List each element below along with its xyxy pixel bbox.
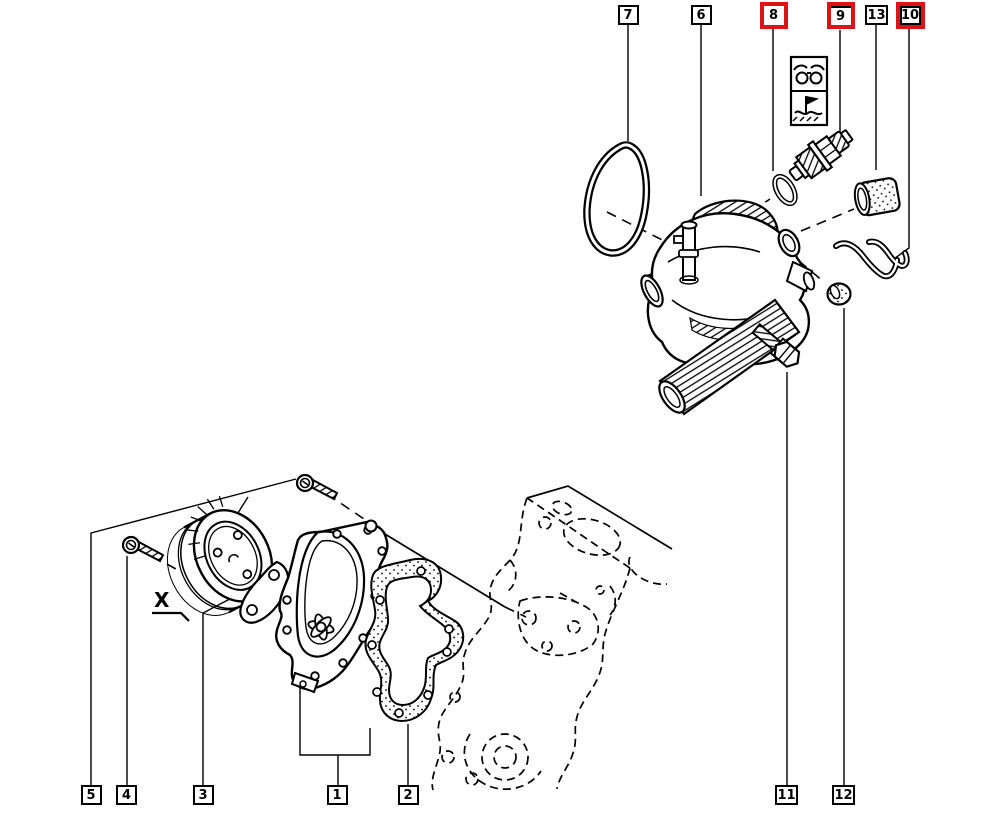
part-temperature-sensor bbox=[788, 129, 854, 182]
part-screw-upper bbox=[295, 473, 339, 501]
callout-7[interactable]: 7 bbox=[617, 5, 639, 25]
part-plug bbox=[826, 282, 852, 306]
leader-lines bbox=[90, 25, 910, 785]
part-water-pump bbox=[239, 519, 389, 694]
part-belt-ring bbox=[583, 141, 651, 257]
engine-block-outline bbox=[431, 497, 668, 791]
seals-icon bbox=[793, 64, 825, 85]
part-bolt bbox=[751, 322, 801, 368]
callout-9-highlighted[interactable]: 9 bbox=[826, 2, 855, 29]
part-screw-lower bbox=[121, 535, 165, 563]
callout-8-highlighted[interactable]: 8 bbox=[759, 2, 788, 29]
callout-12[interactable]: 12 bbox=[832, 785, 855, 805]
part-filter-insert bbox=[853, 177, 901, 217]
mounting-pointer-lines bbox=[369, 485, 673, 608]
impeller bbox=[307, 613, 335, 641]
part-gasket bbox=[364, 558, 465, 723]
callout-5[interactable]: 5 bbox=[80, 785, 102, 805]
callout-3[interactable]: 3 bbox=[192, 785, 214, 805]
coolant-symbol-icon bbox=[792, 95, 823, 122]
callout-2[interactable]: 2 bbox=[397, 785, 419, 805]
legend-symbol-box bbox=[789, 55, 829, 127]
callout-6[interactable]: 6 bbox=[690, 5, 712, 25]
part-o-ring bbox=[772, 173, 798, 207]
bleed-pipe bbox=[673, 220, 699, 285]
callout-1[interactable]: 1 bbox=[326, 785, 348, 805]
callout-11[interactable]: 11 bbox=[775, 785, 798, 805]
part-thermostat-housing bbox=[640, 199, 816, 416]
variant-marker-x: X bbox=[154, 588, 170, 612]
part-pulley bbox=[167, 495, 274, 616]
callout-4[interactable]: 4 bbox=[116, 785, 137, 805]
part-spring-clip bbox=[833, 238, 910, 280]
callout-10-highlighted[interactable]: 10 bbox=[895, 2, 925, 29]
callout-13[interactable]: 13 bbox=[865, 5, 888, 25]
